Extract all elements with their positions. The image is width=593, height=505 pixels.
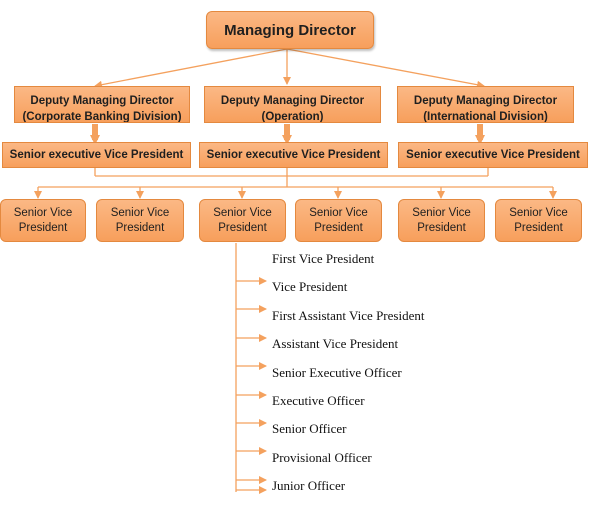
svp-label-line2: President xyxy=(115,221,165,234)
svp-label-line2: President xyxy=(514,221,563,234)
svp-label-line1: Senior Vice xyxy=(110,206,170,219)
rank-senior-officer: Senior Officer xyxy=(272,421,347,436)
rank-assistant-vice-president: Assistant Vice President xyxy=(272,336,399,351)
deputy-md-division: (International Division) xyxy=(423,111,548,123)
svp-label-line1: Senior Vice xyxy=(509,206,568,219)
svp-label-line1: Senior Vice xyxy=(213,206,272,219)
sevp-box-right: Senior executive Vice President xyxy=(398,142,588,168)
sevp-label: Senior executive Vice President xyxy=(406,149,580,161)
rank-arrow-group xyxy=(236,277,267,494)
svp-label-line1: Senior Vice xyxy=(309,206,368,219)
svp-label-line2: President xyxy=(314,221,363,234)
rank-first-vice-president: First Vice President xyxy=(272,251,375,266)
deputy-md-international-box: Deputy Managing Director (International … xyxy=(397,86,574,123)
rank-vice-president: Vice President xyxy=(272,279,348,294)
rank-provisional-officer: Provisional Officer xyxy=(272,450,372,465)
managing-director-box: Managing Director xyxy=(206,11,374,49)
svp-label-line2: President xyxy=(218,221,267,234)
rank-senior-executive-officer: Senior Executive Officer xyxy=(272,365,402,380)
deputy-md-title: Deputy Managing Director xyxy=(220,95,365,107)
rank-junior-officer: Junior Officer xyxy=(272,478,346,493)
connector-md-to-dmd-left xyxy=(94,48,288,89)
svp-label-line2: President xyxy=(18,221,68,234)
managing-director-label: Managing Director xyxy=(224,21,356,39)
sevp-label: Senior executive Vice President xyxy=(9,149,184,161)
deputy-md-operation-box: Deputy Managing Director (Operation) xyxy=(204,86,381,123)
sevp-box-center: Senior executive Vice President xyxy=(199,142,388,168)
svp-label-line1: Senior Vice xyxy=(412,206,471,219)
svp-label-line2: President xyxy=(417,221,466,234)
deputy-md-title: Deputy Managing Director xyxy=(413,95,558,107)
deputy-md-division: (Operation) xyxy=(261,111,324,123)
svp-arrow-group xyxy=(34,187,557,199)
sevp-box-left: Senior executive Vice President xyxy=(2,142,191,168)
deputy-md-corporate-box: Deputy Managing Director (Corporate Bank… xyxy=(14,86,190,123)
rank-first-assistant-vice-president: First Assistant Vice President xyxy=(272,308,425,323)
svp-label-line1: Senior Vice xyxy=(13,206,73,219)
deputy-md-title: Deputy Managing Director xyxy=(30,95,174,107)
deputy-md-division: (Corporate Banking Division) xyxy=(22,111,182,123)
rank-executive-officer: Executive Officer xyxy=(272,393,365,408)
sevp-label: Senior executive Vice President xyxy=(206,149,381,161)
connector-md-to-dmd-right xyxy=(286,48,485,89)
